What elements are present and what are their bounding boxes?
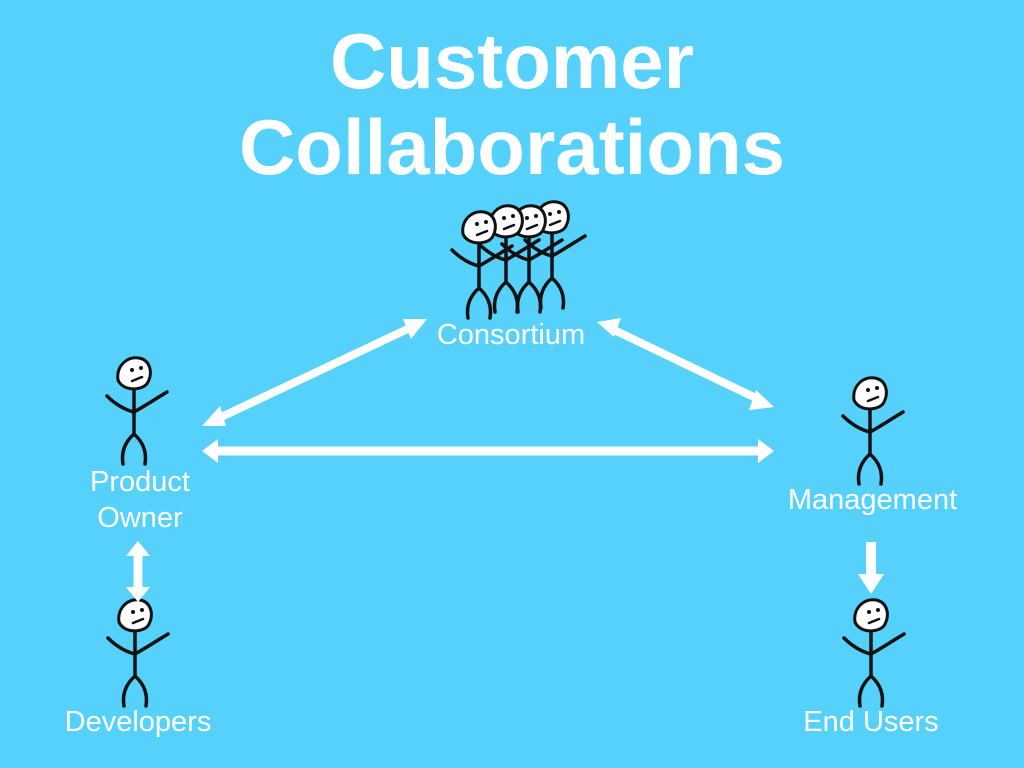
arrow-product-owner-consortium [202,319,427,426]
slide-title: Customer Collaborations [0,18,1024,190]
product-owner-label: Product Owner [70,464,210,536]
slide-title-line-1: Customer [329,17,695,105]
product-owner-label-line-1: Product [90,466,190,498]
consortium-figures [450,199,587,320]
developers-person-icon [106,597,170,708]
end-users-label: End Users [803,706,939,738]
consortium-label: Consortium [436,319,586,351]
developers-label: Developers [64,706,212,738]
arrow-management-end-users [858,542,884,594]
product-owner-label-line-2: Owner [97,502,183,534]
arrow-product-owner-developers [126,541,150,602]
product-owner-person-icon [105,355,169,466]
management-label: Management [787,484,958,516]
end-users-person-icon [842,597,906,708]
management-person-icon [841,375,905,486]
arrow-product-owner-management [202,439,774,463]
arrow-consortium-management [597,318,774,410]
slide-title-line-2: Collaborations [238,103,786,191]
